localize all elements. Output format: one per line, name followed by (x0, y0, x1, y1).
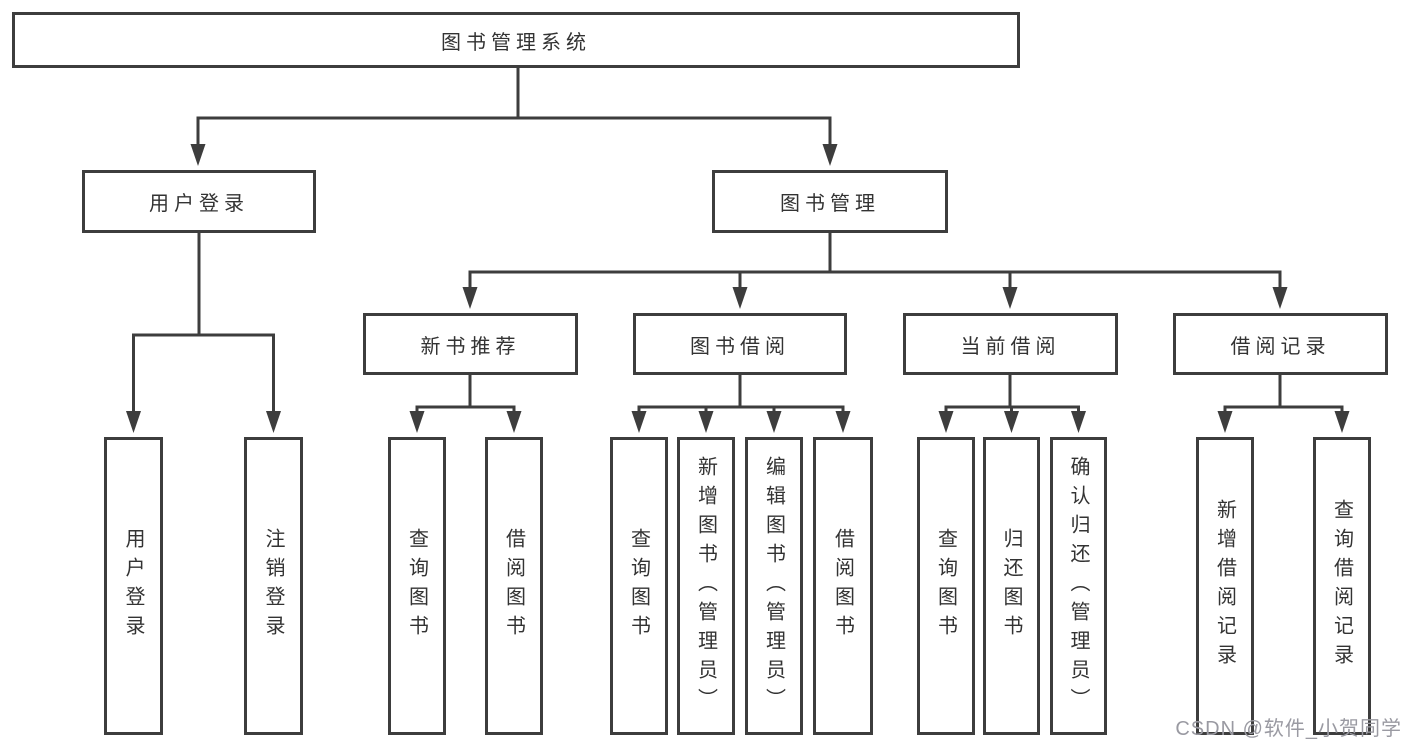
arrowhead-icon (1217, 411, 1233, 433)
arrowhead-icon (1334, 411, 1350, 433)
connector-newbook-to-leaves (409, 375, 522, 433)
leaf-logout: 注销登录 (244, 437, 303, 735)
leaf-query-books-borrow: 查询图书 (610, 437, 668, 735)
connector-borrowrecord-to-leaves (1217, 375, 1350, 433)
connector-bookborrow-to-leaves (631, 375, 851, 433)
arrowhead-icon (938, 411, 954, 433)
arrowhead-icon (409, 411, 425, 433)
arrowhead-icon (126, 411, 141, 433)
leaf-query-books-current: 查询图书 (917, 437, 975, 735)
node-root: 图书管理系统 (12, 12, 1020, 68)
arrowhead-icon (822, 144, 838, 166)
arrowhead-icon (698, 411, 714, 433)
arrowhead-icon (835, 411, 851, 433)
leaf-borrow-books: 借阅图书 (813, 437, 873, 735)
leaf-add-borrow-record: 新增借阅记录 (1196, 437, 1254, 735)
node-borrow-record: 借阅记录 (1173, 313, 1388, 375)
leaf-borrow-books-recommend: 借阅图书 (485, 437, 543, 735)
node-current-borrow: 当前借阅 (903, 313, 1118, 375)
arrowhead-icon (1272, 287, 1288, 309)
connector-userlogin-to-leaves (126, 233, 281, 433)
arrowhead-icon (766, 411, 782, 433)
arrowhead-icon (506, 411, 522, 433)
arrowhead-icon (462, 287, 478, 309)
leaf-add-books-admin: 新增图书（管理员） (677, 437, 735, 735)
node-book-borrow: 图书借阅 (633, 313, 847, 375)
connector-currentborrow-to-leaves (938, 375, 1086, 433)
leaf-user-login: 用户登录 (104, 437, 163, 735)
leaf-return-books: 归还图书 (983, 437, 1040, 735)
leaf-confirm-return-admin: 确认归还（管理员） (1050, 437, 1107, 735)
leaf-edit-books-admin: 编辑图书（管理员） (745, 437, 803, 735)
node-user-login-branch: 用户登录 (82, 170, 316, 233)
arrowhead-icon (266, 411, 281, 433)
arrowhead-icon (1004, 411, 1019, 433)
node-new-book-recommend: 新书推荐 (363, 313, 578, 375)
connector-bookmgmt-to-level3 (462, 233, 1288, 309)
leaf-query-borrow-record: 查询借阅记录 (1313, 437, 1371, 735)
arrowhead-icon (732, 287, 748, 309)
arrowhead-icon (190, 144, 206, 166)
node-book-management-branch: 图书管理 (712, 170, 948, 233)
connector-root-to-level2 (190, 68, 838, 166)
arrowhead-icon (631, 411, 647, 433)
arrowhead-icon (1002, 287, 1018, 309)
arrowhead-icon (1071, 411, 1086, 433)
watermark: CSDN @软件_小贺同学 (1175, 718, 1402, 740)
leaf-query-books-recommend: 查询图书 (388, 437, 446, 735)
